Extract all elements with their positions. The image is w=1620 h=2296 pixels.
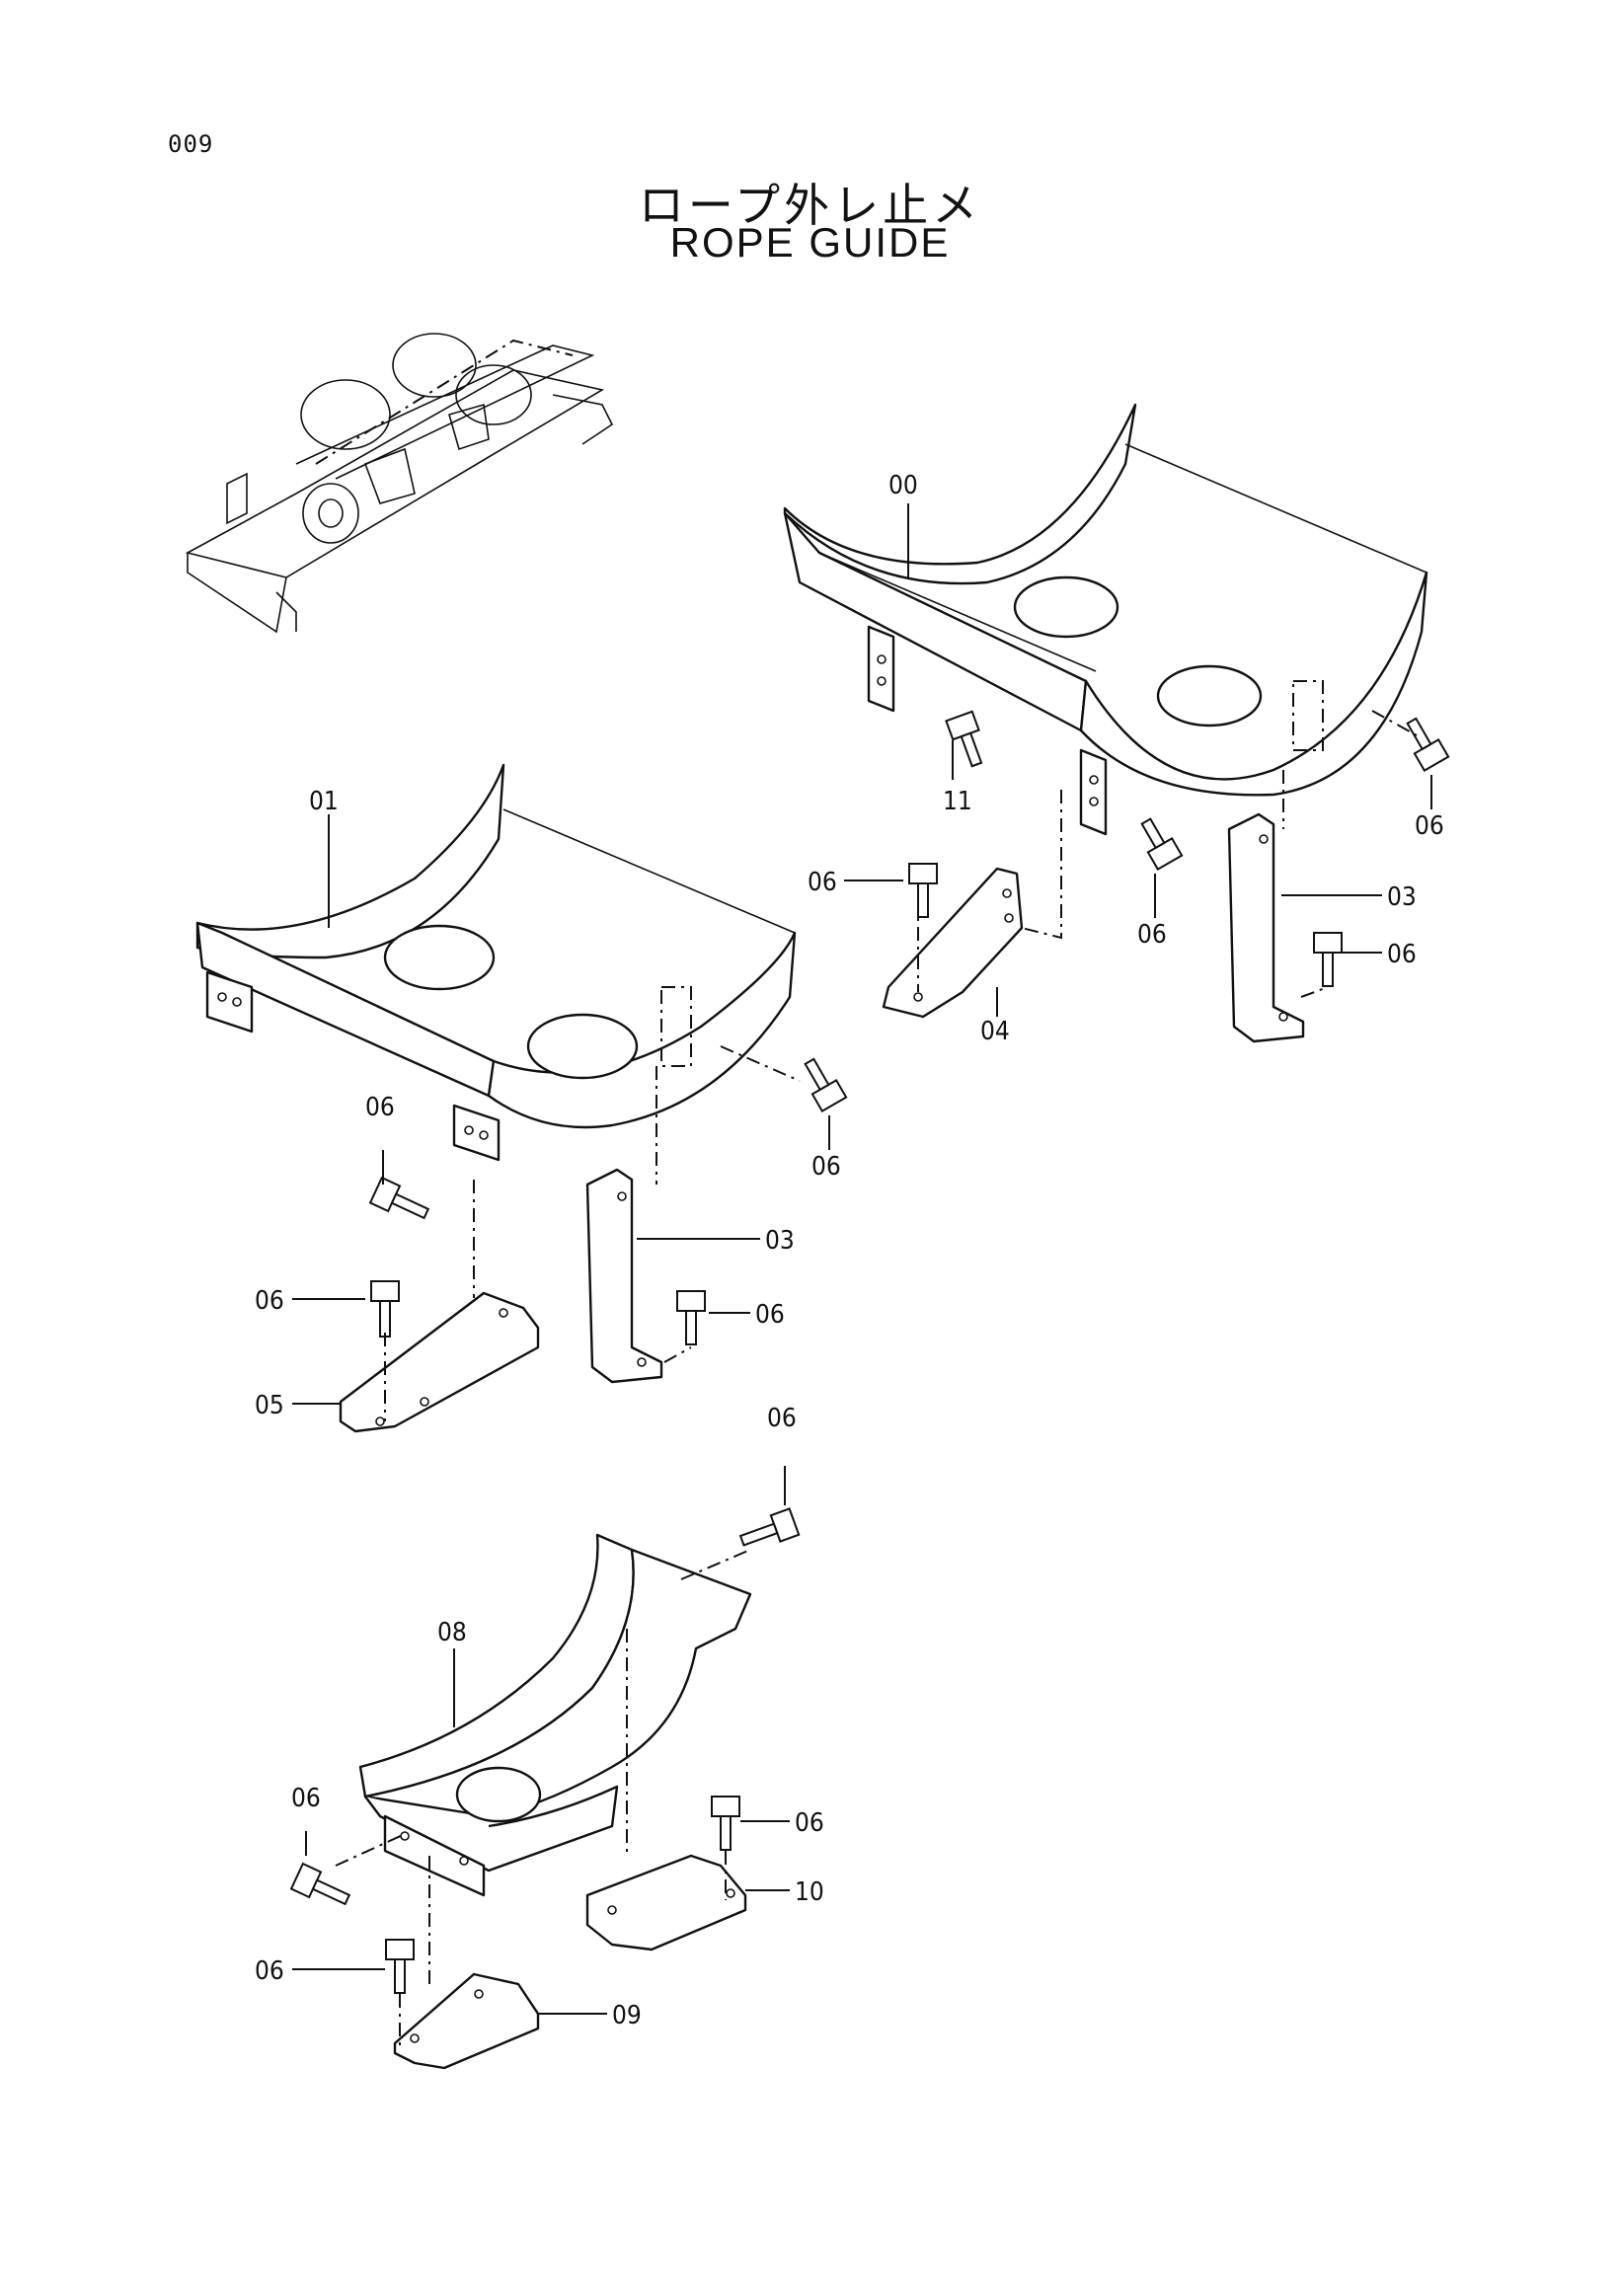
callout-11: 11: [943, 787, 972, 816]
bolt-icon: [1313, 932, 1343, 987]
callout-06: 06: [255, 1286, 284, 1316]
callout-06: 06: [795, 1808, 824, 1838]
part-00-rope-guide-upper: [783, 403, 1428, 836]
bolt-icon: [1140, 817, 1184, 872]
callout-06: 06: [811, 1152, 841, 1182]
part-03-bracket-right: [1227, 770, 1305, 1043]
part-10-bracket: [585, 1854, 747, 1952]
callout-06: 06: [365, 1093, 395, 1122]
part-01-rope-guide-middle: [195, 763, 797, 1162]
callout-08: 08: [437, 1618, 467, 1647]
title-japanese: ロープ外レ止メ: [638, 179, 982, 232]
callout-06: 06: [291, 1784, 321, 1813]
bolt-icon: [945, 710, 983, 768]
page-number: 009: [168, 130, 214, 158]
callout-06: 06: [755, 1300, 785, 1330]
bolt-icon: [711, 1796, 740, 1851]
callout-06: 06: [1415, 811, 1444, 841]
callout-06: 06: [1137, 920, 1167, 950]
callout-06: 06: [1387, 940, 1417, 969]
part-04-bracket: [882, 790, 1062, 1019]
bolt-set: [289, 710, 1450, 2048]
callout-labels: 00 01 03 03 04 05 06 06 06 06 06 06 06 0…: [255, 471, 1444, 2030]
part-05-bracket: [339, 1180, 540, 1433]
callout-03-left: 03: [765, 1226, 795, 1256]
callout-09: 09: [612, 2001, 642, 2030]
bolt-icon: [804, 1057, 848, 1113]
bolt-icon: [370, 1280, 400, 1338]
bolt-icon: [738, 1507, 801, 1547]
callout-06: 06: [767, 1404, 797, 1433]
callout-05: 05: [255, 1391, 284, 1420]
callout-06: 06: [808, 868, 837, 897]
callout-01: 01: [309, 787, 339, 816]
bolt-icon: [385, 1939, 415, 1994]
bolt-icon: [289, 1862, 351, 1906]
callout-00: 00: [888, 471, 918, 500]
callout-06: 06: [255, 1956, 284, 1986]
part-09-bracket: [393, 1856, 540, 2070]
leader-lines: [292, 503, 1432, 2015]
callout-10: 10: [795, 1877, 824, 1907]
title-english: ROPE GUIDE: [669, 219, 951, 266]
part-08-rope-guide-lower: [358, 1533, 752, 1897]
callout-03-right: 03: [1387, 882, 1417, 912]
bolt-icon: [908, 863, 938, 918]
callout-04: 04: [980, 1017, 1010, 1046]
part-03-bracket-left: [585, 1066, 663, 1384]
bolt-icon: [1406, 717, 1450, 773]
bolt-icon: [368, 1176, 430, 1220]
bolt-icon: [676, 1290, 706, 1345]
undercarriage-reference-illustration: [185, 333, 614, 634]
